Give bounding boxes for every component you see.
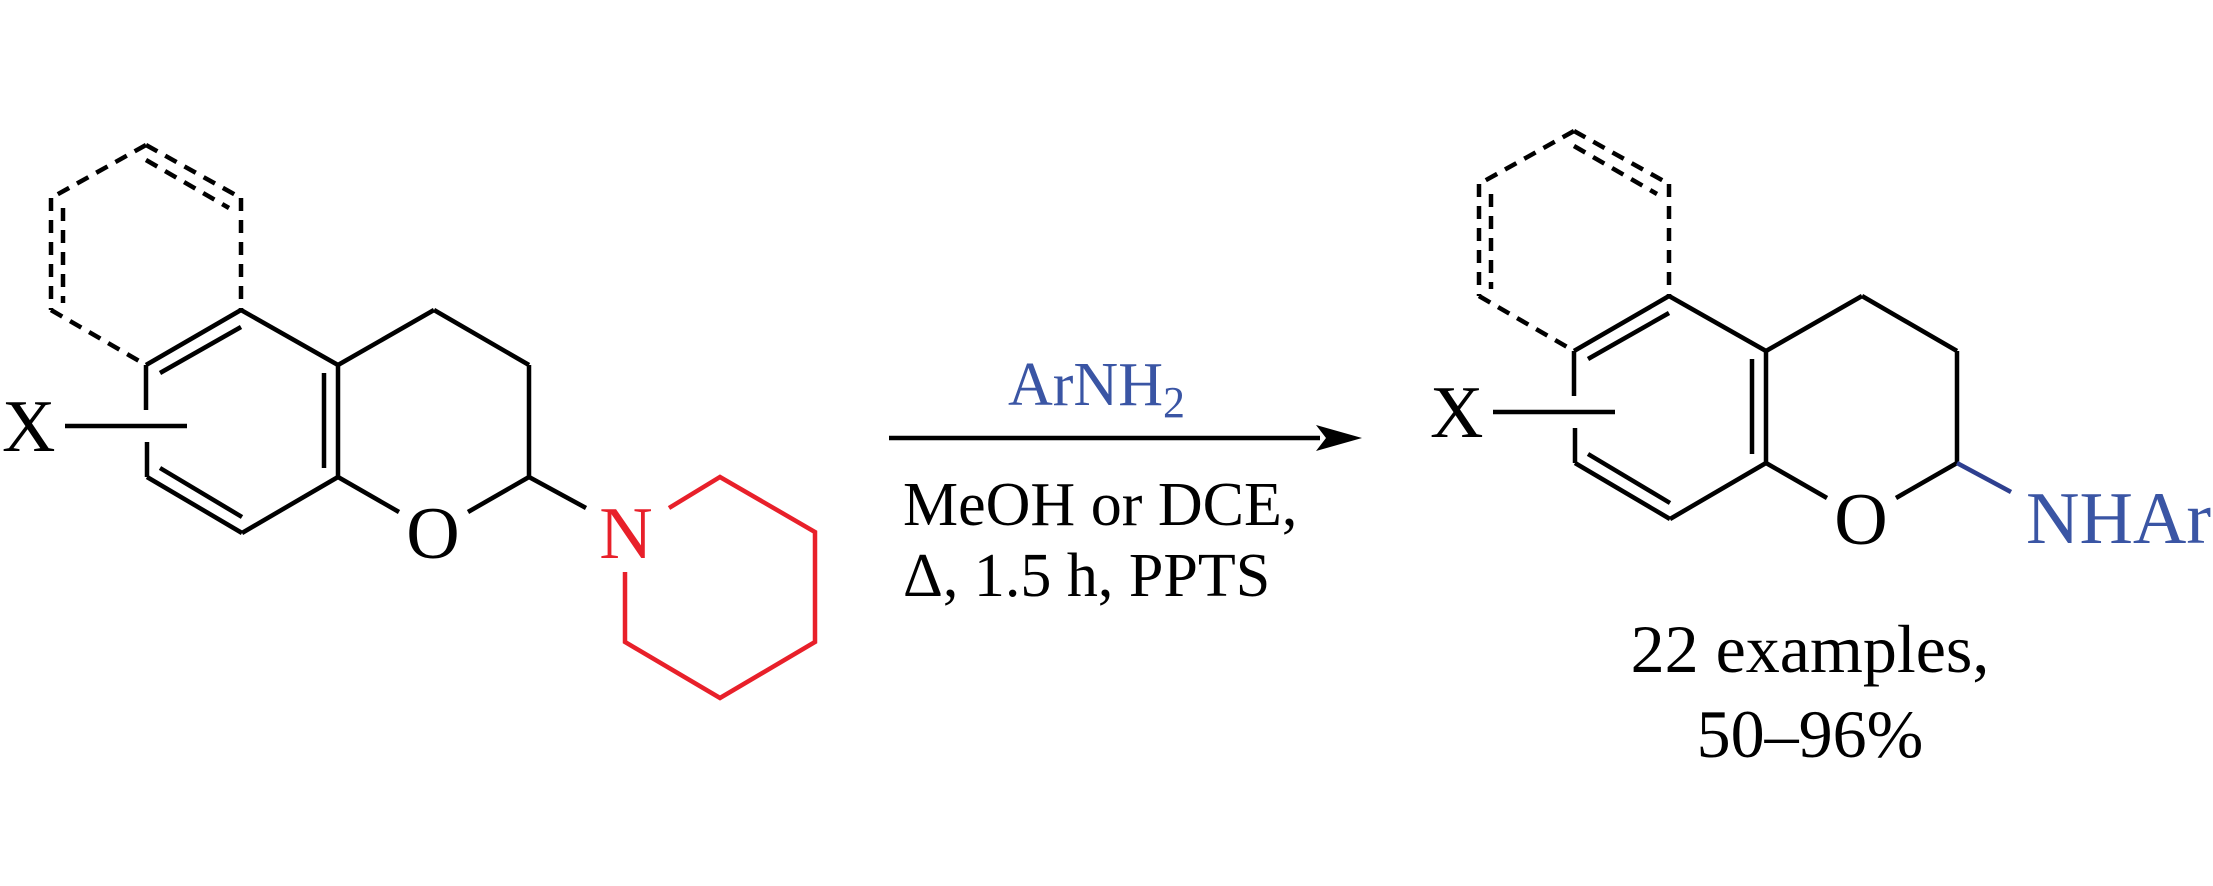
conditions-line-2: Δ, 1.5 h, PPTS xyxy=(903,542,1270,610)
ring-oxygen-label: O xyxy=(1834,479,1887,561)
c2-nh-bond xyxy=(1955,461,2013,494)
chromane-skeleton xyxy=(51,145,529,533)
ring-oxygen-label: O xyxy=(406,493,459,575)
reagent-label: ArNH2 xyxy=(1008,351,1185,427)
piperidine-nitrogen-label: N xyxy=(599,493,652,575)
reaction-arrow-group: ArNH2 MeOH or DCE, Δ, 1.5 h, PPTS xyxy=(889,351,1362,610)
substituent-x-label: X xyxy=(2,386,55,468)
reactant-structure: X O N xyxy=(2,145,818,701)
conditions-line-1: MeOH or DCE, xyxy=(903,471,1297,539)
scope-yield-range: 50–96% xyxy=(1697,696,1924,772)
substituent-x-label: X xyxy=(1430,372,1483,454)
arylamine-label: NHAr xyxy=(2026,478,2211,560)
product-structure: X O NHAr xyxy=(1430,131,2211,561)
c2-n-bond xyxy=(527,475,588,510)
piperidine-ring xyxy=(622,474,818,701)
scope-examples: 22 examples, xyxy=(1631,611,1990,687)
arrow-head-icon xyxy=(1316,425,1362,451)
chromane-skeleton xyxy=(1479,131,1957,519)
